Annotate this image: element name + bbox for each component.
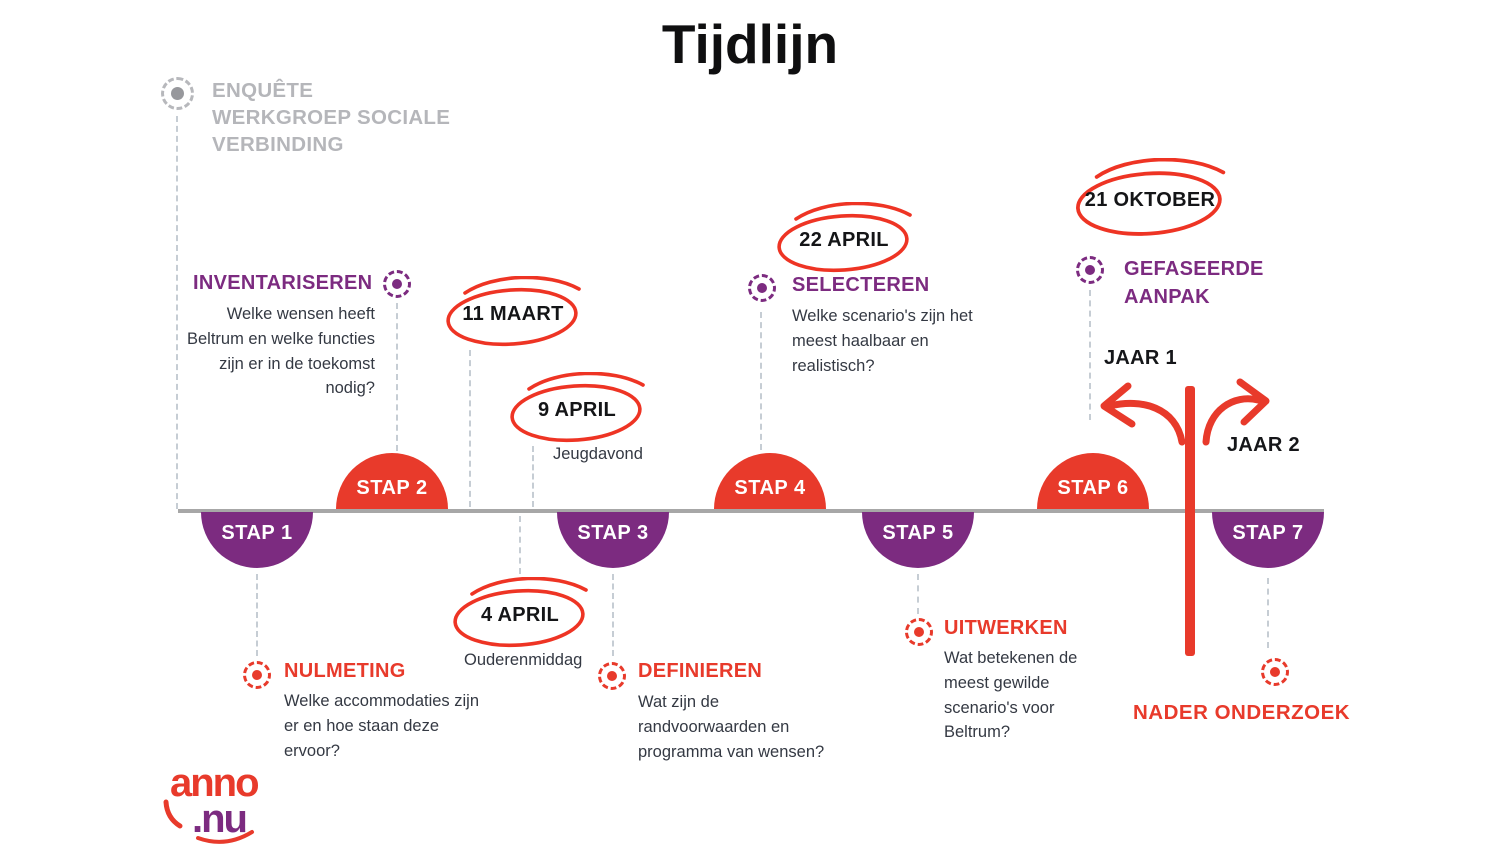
date-22-april: 22 APRIL [774, 202, 914, 274]
inventariseren-connector-line [396, 303, 398, 451]
step-label: STAP 3 [577, 522, 649, 544]
nader-title: NADER ONDERZOEK [1133, 701, 1351, 724]
logo-text-nu: .nu [192, 797, 246, 841]
step-6-marker: STAP 6 [1037, 453, 1149, 509]
year-divider-bar [1185, 386, 1195, 656]
logo-text-anno: anno [170, 761, 258, 805]
uitwerken-connector-line [917, 574, 919, 614]
nader-connector-line [1267, 578, 1269, 648]
scribble-circle-icon [453, 577, 588, 648]
nulmeting-ring-icon [243, 661, 271, 689]
inventariseren-title: INVENTARISEREN [193, 272, 373, 294]
uitwerken-title: UITWERKEN [944, 617, 1068, 639]
step-4-marker: STAP 4 [714, 453, 826, 509]
date-label: 21 OKTOBER [1084, 188, 1216, 211]
step-label: STAP 1 [221, 522, 293, 544]
inventariseren-ring-icon [383, 270, 411, 298]
date-label: 22 APRIL [799, 228, 889, 251]
step-2-marker: STAP 2 [336, 453, 448, 509]
date-4-april: 4 APRIL [450, 577, 590, 649]
inventariseren-description: Welke wensen heeft Beltrum en welke func… [186, 305, 375, 398]
date-11-maart: 11 MAART [443, 276, 583, 348]
april9-connector-line [532, 446, 534, 507]
maart11-connector-line [469, 350, 471, 507]
date-9-april: 9 APRIL [507, 372, 647, 444]
logo-swoosh-bottom [196, 830, 254, 844]
page-title: Tijdlijn [661, 13, 839, 75]
step-label: STAP 2 [356, 477, 428, 499]
date-label: 4 APRIL [480, 603, 560, 626]
definieren-description: Wat zijn de randvoorwaarden en programma… [638, 693, 825, 761]
step-7-marker: STAP 7 [1212, 512, 1324, 568]
jaar1-label: JAAR 1 [1104, 347, 1177, 369]
step-label: STAP 7 [1232, 522, 1304, 544]
selecteren-title: SELECTEREN [792, 274, 930, 296]
logo-swoosh-left [163, 799, 183, 829]
gefaseerde-title: GEFASEERDE AANPAK [1124, 258, 1264, 309]
step-5-marker: STAP 5 [862, 512, 974, 568]
uitwerken-ring-icon [905, 618, 933, 646]
step-1-marker: STAP 1 [201, 512, 313, 568]
selecteren-description: Welke scenario's zijn het meest haalbaar… [792, 307, 973, 375]
nulmeting-title: NULMETING [284, 660, 406, 682]
step-label: STAP 6 [1057, 477, 1129, 499]
scribble-circle-icon [777, 202, 912, 273]
date-label: 9 APRIL [537, 398, 617, 421]
nulmeting-connector-line [256, 574, 258, 656]
step-3-marker: STAP 3 [557, 512, 669, 568]
selecteren-ring-icon [748, 274, 776, 302]
nulmeting-description: Welke accommodaties zijn er en hoe staan… [284, 692, 480, 760]
survey-connector-line [176, 116, 178, 509]
april4-connector-line [519, 516, 521, 574]
anno-nu-logo: anno .nu [163, 761, 260, 844]
april9-sub-label: Jeugdavond [553, 445, 643, 463]
definieren-connector-line [612, 574, 614, 656]
gefaseerde-connector-line [1089, 290, 1091, 420]
uitwerken-description: Wat betekenen de meest gewilde scenario'… [944, 649, 1078, 742]
step-label: STAP 4 [734, 477, 806, 499]
april4-sub-label: Ouderenmiddag [464, 651, 583, 669]
gefaseerde-ring-icon [1076, 256, 1104, 284]
date-label: 11 MAART [462, 302, 564, 325]
jaar2-arrow-icon [1202, 378, 1270, 446]
scribble-circle-icon [510, 372, 645, 443]
scribble-circle-icon [446, 276, 581, 347]
survey-ring-icon [161, 77, 194, 110]
jaar1-arrow-icon [1100, 382, 1186, 446]
definieren-ring-icon [598, 662, 626, 690]
step-label: STAP 5 [882, 522, 954, 544]
timeline-axis [178, 509, 1324, 513]
survey-note: ENQUÊTE WERKGROEP SOCIALE VERBINDING [212, 79, 451, 157]
selecteren-connector-line [760, 312, 762, 450]
nader-ring-icon [1261, 658, 1289, 686]
jaar2-label: JAAR 2 [1227, 434, 1300, 456]
definieren-title: DEFINIEREN [638, 660, 763, 682]
date-21-oktober: 21 OKTOBER [1066, 158, 1234, 238]
scribble-circle-icon [1076, 158, 1226, 236]
